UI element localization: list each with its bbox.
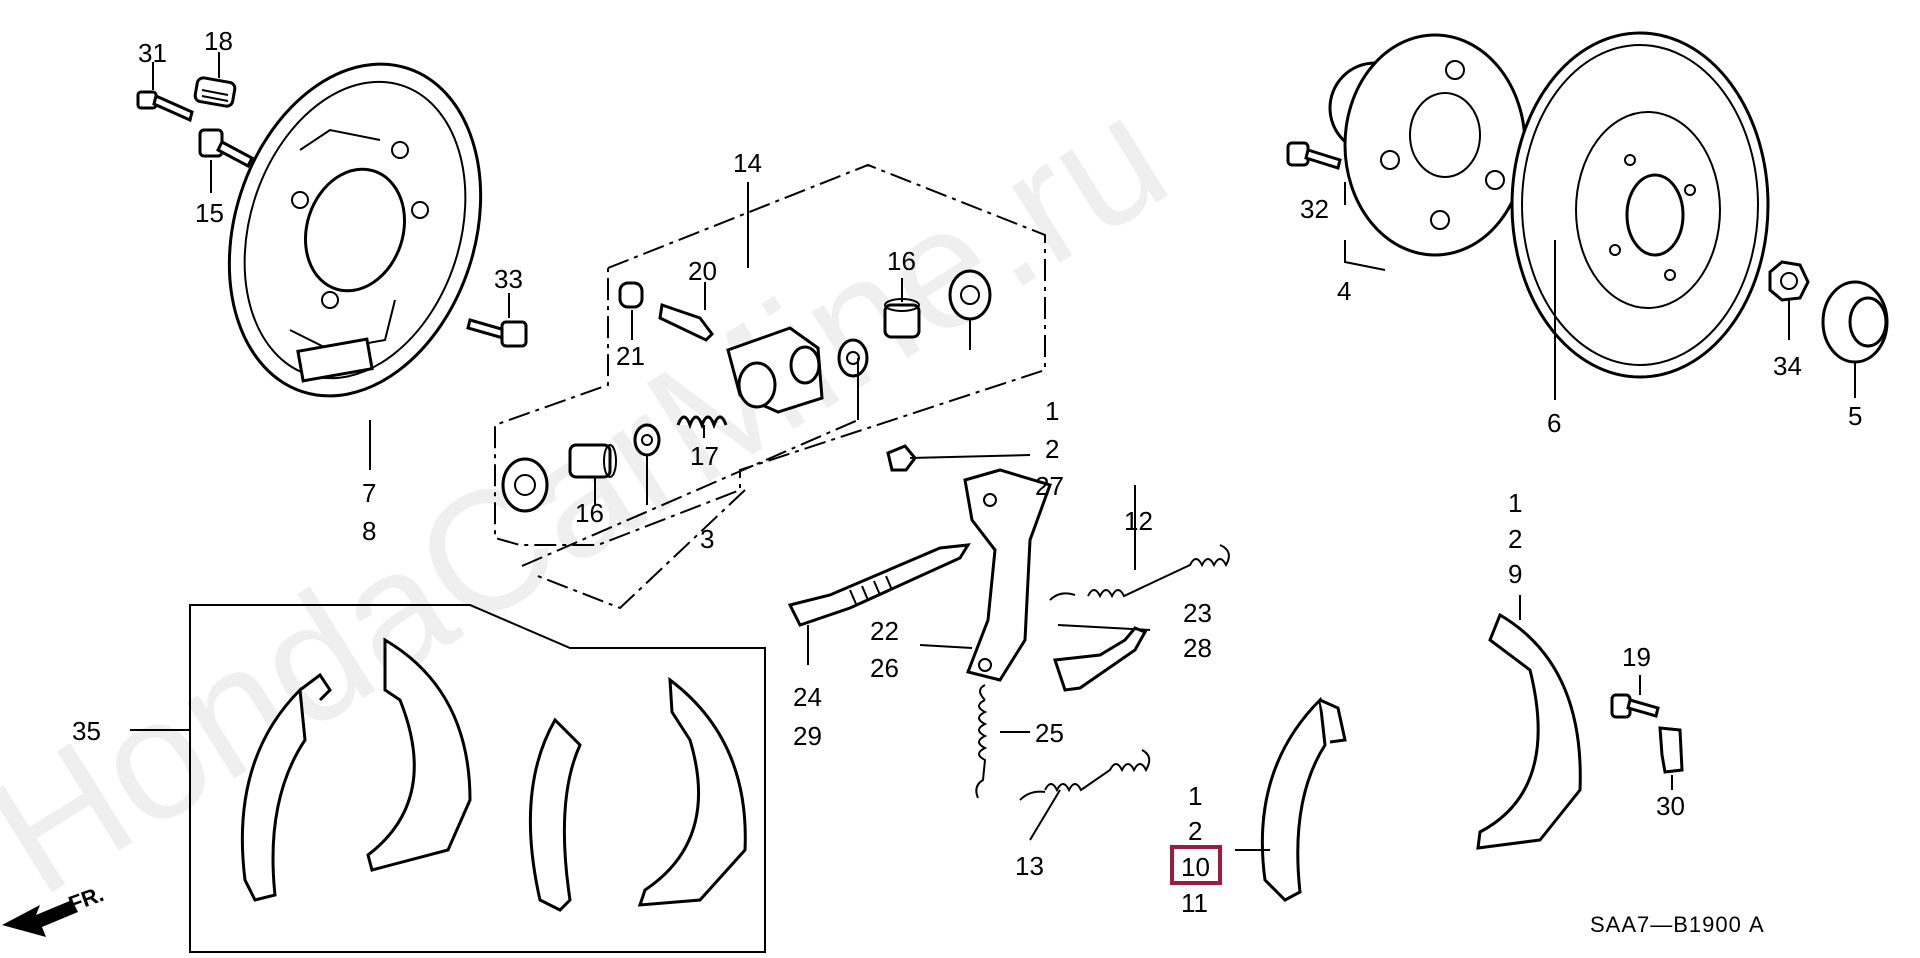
boot-right[interactable]	[948, 269, 992, 321]
spring-17[interactable]	[676, 415, 728, 430]
callout-31[interactable]: 31	[138, 38, 167, 68]
callout-9[interactable]: 9	[1508, 559, 1522, 589]
callout-labels: 31 18 15 33 7 8 14 20 21 16 17 16 3 1 2 …	[72, 26, 1862, 918]
callout-11[interactable]: 11	[1181, 888, 1208, 918]
callout-19[interactable]: 19	[1622, 642, 1651, 672]
clip-30[interactable]	[1658, 726, 1684, 774]
callout-14[interactable]: 14	[733, 148, 762, 178]
spring-25[interactable]	[975, 684, 988, 799]
brake-shoe-9[interactable]	[1476, 612, 1582, 850]
callout-7[interactable]: 7	[362, 478, 376, 508]
brake-shoe-10[interactable]	[1260, 696, 1347, 902]
clip-18[interactable]	[193, 76, 237, 108]
callout-32[interactable]: 32	[1300, 194, 1329, 224]
piston-cup-right[interactable]	[837, 338, 869, 378]
parking-lever-22[interactable]	[963, 468, 1052, 682]
piston-16-left[interactable]	[568, 443, 617, 479]
callout-10[interactable]: 10	[1181, 852, 1210, 882]
wheel-cylinder[interactable]	[726, 326, 824, 414]
boot-left[interactable]	[501, 457, 549, 513]
bleeder-screw-20[interactable]	[658, 303, 714, 342]
callout-20[interactable]: 20	[688, 256, 717, 286]
callout-3[interactable]: 3	[700, 524, 714, 554]
callout-30[interactable]: 30	[1656, 791, 1685, 821]
callout-1-mid[interactable]: 1	[1188, 781, 1202, 811]
callout-16-left[interactable]: 16	[575, 498, 604, 528]
callout-29[interactable]: 29	[793, 721, 822, 751]
hub-bolt-32[interactable]	[1286, 141, 1342, 170]
callout-2-right[interactable]: 2	[1508, 524, 1522, 554]
callout-5[interactable]: 5	[1848, 401, 1862, 431]
strut-23[interactable]	[1052, 626, 1148, 692]
callout-33[interactable]: 33	[494, 264, 523, 294]
callout-2-mid[interactable]: 2	[1188, 816, 1202, 846]
adjuster-rod-24[interactable]	[787, 543, 971, 627]
piston-cup-left[interactable]	[633, 423, 661, 457]
callout-27[interactable]: 27	[1035, 471, 1064, 501]
callout-15[interactable]: 15	[195, 198, 224, 228]
hub-cap-5[interactable]	[1821, 280, 1889, 364]
shoe-set-boundary-35	[189, 604, 766, 953]
highlight-box	[1170, 845, 1222, 885]
bolt-33[interactable]	[466, 318, 528, 348]
callout-18[interactable]: 18	[204, 26, 233, 56]
hub-nut-34[interactable]	[1768, 260, 1810, 302]
callout-21[interactable]: 21	[616, 341, 645, 371]
callout-16-right[interactable]: 16	[887, 246, 916, 276]
spring-12[interactable]	[1049, 544, 1230, 601]
piston-16-right[interactable]	[883, 298, 921, 339]
callout-8[interactable]: 8	[362, 516, 376, 546]
callout-25[interactable]: 25	[1035, 718, 1064, 748]
adjuster-nut-clip[interactable]	[886, 444, 917, 472]
callout-4[interactable]: 4	[1337, 276, 1351, 306]
hub-bearing[interactable]	[1328, 33, 1527, 257]
backing-plate[interactable]	[188, 31, 521, 429]
pin-19[interactable]	[1610, 693, 1660, 719]
kit-boundary-14	[494, 163, 1046, 546]
callout-24[interactable]: 24	[793, 682, 822, 712]
brake-drum[interactable]	[1510, 31, 1770, 379]
bolt-31[interactable]	[136, 90, 194, 123]
callout-26[interactable]: 26	[870, 653, 899, 683]
callout-34[interactable]: 34	[1773, 351, 1802, 381]
callout-1-top[interactable]: 1	[1045, 396, 1059, 426]
callout-6[interactable]: 6	[1547, 408, 1561, 438]
callout-2-top[interactable]: 2	[1045, 434, 1059, 464]
callout-28[interactable]: 28	[1183, 633, 1212, 663]
drawing-code: SAA7—B1900 A	[1590, 912, 1765, 937]
bolt-15[interactable]	[198, 128, 254, 169]
callout-12[interactable]: 12	[1124, 506, 1153, 536]
spring-13[interactable]	[1019, 749, 1151, 801]
kit-boundary-3	[521, 419, 859, 610]
callout-35[interactable]: 35	[72, 716, 101, 746]
callout-22[interactable]: 22	[870, 616, 899, 646]
brake-shoe-set[interactable]	[240, 637, 747, 912]
cap-21[interactable]	[618, 281, 644, 309]
callout-13[interactable]: 13	[1015, 851, 1044, 881]
callout-17[interactable]: 17	[690, 441, 719, 471]
callout-23[interactable]: 23	[1183, 598, 1212, 628]
callout-1-right[interactable]: 1	[1508, 488, 1522, 518]
leader-lines	[130, 52, 1856, 851]
